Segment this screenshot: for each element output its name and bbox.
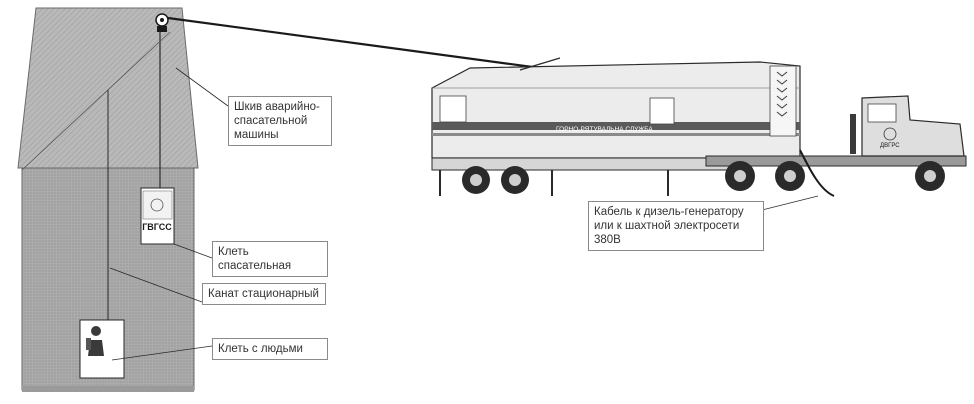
trailer-text: ГОРНО-РЯТУВАЛЬНА СЛУЖБА [556,126,653,133]
cab-text: ДВГРС [880,143,900,149]
trailer-stripe [432,122,800,130]
rescue-truck: ГОРНО-РЯТУВАЛЬНА СЛУЖБА ДВГРС [431,57,967,197]
trailer-wheels [462,166,529,194]
trailer-window [649,97,675,125]
label-cable: Кабель к дизель-генератору или к шахтной… [588,201,764,251]
rescue-cage: ГВГСС [140,187,175,245]
trailer-box [431,61,801,159]
label-rescue-cage: Клеть спасательная [212,241,328,277]
label-pulley: Шкив аварийно-спасательной машины [228,96,332,146]
label-rope: Канат стационарный [202,283,326,305]
power-cable [799,149,835,197]
leader-lines [109,67,819,361]
label-people-cage: Клеть с людьми [212,338,328,360]
trailer-door [769,65,797,137]
shaft-ropes [21,28,171,322]
hoist-rope [167,16,541,70]
trailer-window [439,95,467,123]
people-cage [79,319,125,379]
headframe-base [22,386,194,392]
miner-figure-icon [86,326,104,356]
truck-wheels [725,161,945,191]
pulley-icon [155,13,169,32]
cage-sign-text: ГВГСС [142,222,172,232]
